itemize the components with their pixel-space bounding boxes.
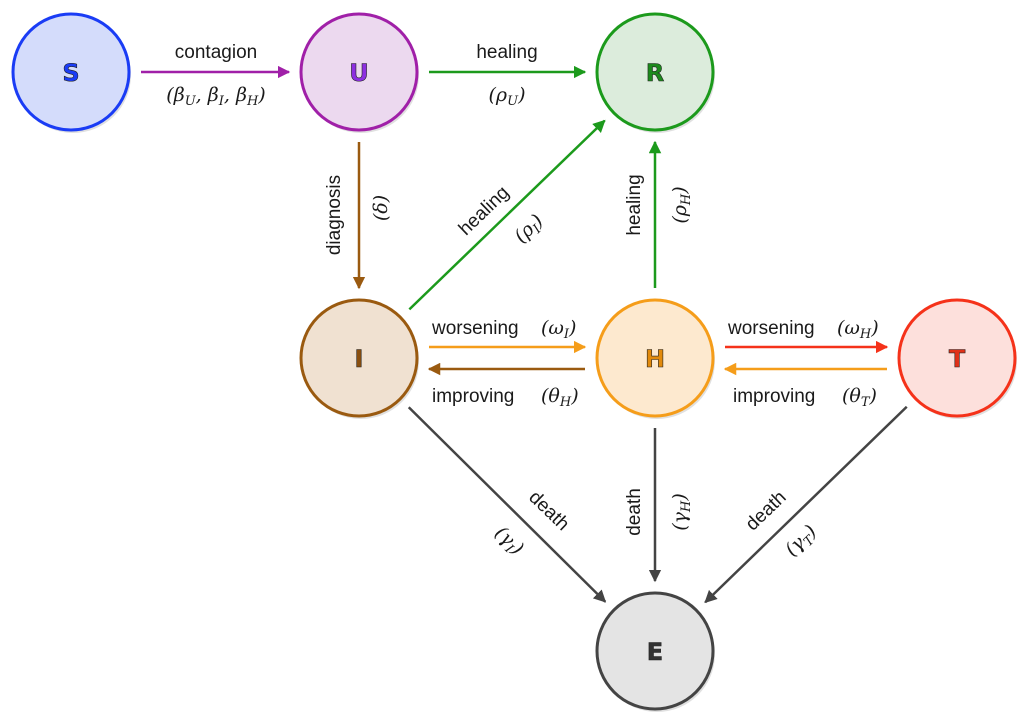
label-rho-i: (ρI) (510, 210, 550, 250)
edge-label: improving (432, 386, 514, 407)
node-label: S (62, 59, 79, 87)
node-i: I (299, 298, 419, 419)
node-label: U (349, 59, 369, 87)
edge-label: healing (624, 174, 645, 235)
node-circle (299, 298, 419, 418)
label-gamma-i: (γI) (488, 522, 528, 562)
edge-label: healing (455, 182, 514, 240)
label-improving-t: improving (θT) (733, 385, 877, 410)
edge-param: (γI) (488, 522, 528, 562)
edge-label: diagnosis (324, 175, 345, 255)
label-worsening-i: worsening (ωI) (431, 317, 576, 342)
edge-param: (δ) (370, 195, 392, 221)
label-gamma-h: (γH) (669, 493, 694, 531)
node-label: H (645, 345, 665, 373)
edge-label: worsening (431, 318, 519, 339)
edge-label: contagion (175, 42, 257, 63)
node-t: T (897, 298, 1017, 419)
label-death-h: death (624, 488, 645, 536)
label-rho-h: (ρH) (669, 186, 694, 223)
edge-param: (ωI) (541, 317, 576, 342)
edges-layer (141, 65, 908, 604)
label-gamma-t: (γT) (781, 521, 823, 563)
label-delta: (δ) (370, 195, 392, 221)
edge-param: (θH) (541, 385, 579, 410)
label-healing-h: healing (624, 174, 645, 235)
label-diagnosis: diagnosis (324, 175, 345, 255)
edge-param: (βU, βI, βH) (166, 84, 265, 109)
edge-param: (ρH) (669, 186, 694, 223)
node-circle (299, 12, 419, 132)
edge-param: (γH) (669, 493, 694, 531)
edge-label: improving (733, 386, 815, 407)
edge-label: healing (476, 42, 537, 63)
node-circle (11, 12, 131, 132)
labels-layer: contagion (βU, βI, βH) healing (ρU) diagnosi… (166, 42, 879, 563)
edge-param: (ρU) (489, 84, 526, 109)
edge-label: death (624, 488, 645, 536)
node-label: I (355, 345, 364, 373)
label-worsening-h: worsening (ωH) (727, 317, 879, 342)
node-circle (897, 298, 1017, 418)
edge-param: (ρI) (510, 210, 550, 250)
node-s: S (11, 12, 131, 133)
edge-label: worsening (727, 318, 815, 339)
edge-t-e (704, 405, 908, 604)
node-u: U (299, 12, 419, 133)
node-circle (595, 591, 715, 711)
node-circle (595, 298, 715, 418)
edge-i-r (408, 119, 606, 311)
label-healing-i: healing (455, 182, 514, 240)
edge-i-e (407, 406, 607, 603)
edge-param: (ωH) (837, 317, 879, 342)
edge-param: (γT) (781, 521, 823, 563)
label-contagion: contagion (βU, βI, βH) (166, 42, 265, 109)
node-circle (595, 12, 715, 132)
node-label: T (949, 345, 966, 373)
label-improving-h: improving (θH) (432, 385, 579, 410)
label-healing-u: healing (ρU) (476, 42, 537, 109)
node-label: R (646, 59, 664, 87)
node-r: R (595, 12, 715, 133)
edge-param: (θT) (842, 385, 877, 410)
node-h: H (595, 298, 715, 419)
nodes-layer: S U R I H T E (11, 12, 1017, 712)
node-label: E (647, 638, 663, 666)
node-e: E (595, 591, 715, 712)
